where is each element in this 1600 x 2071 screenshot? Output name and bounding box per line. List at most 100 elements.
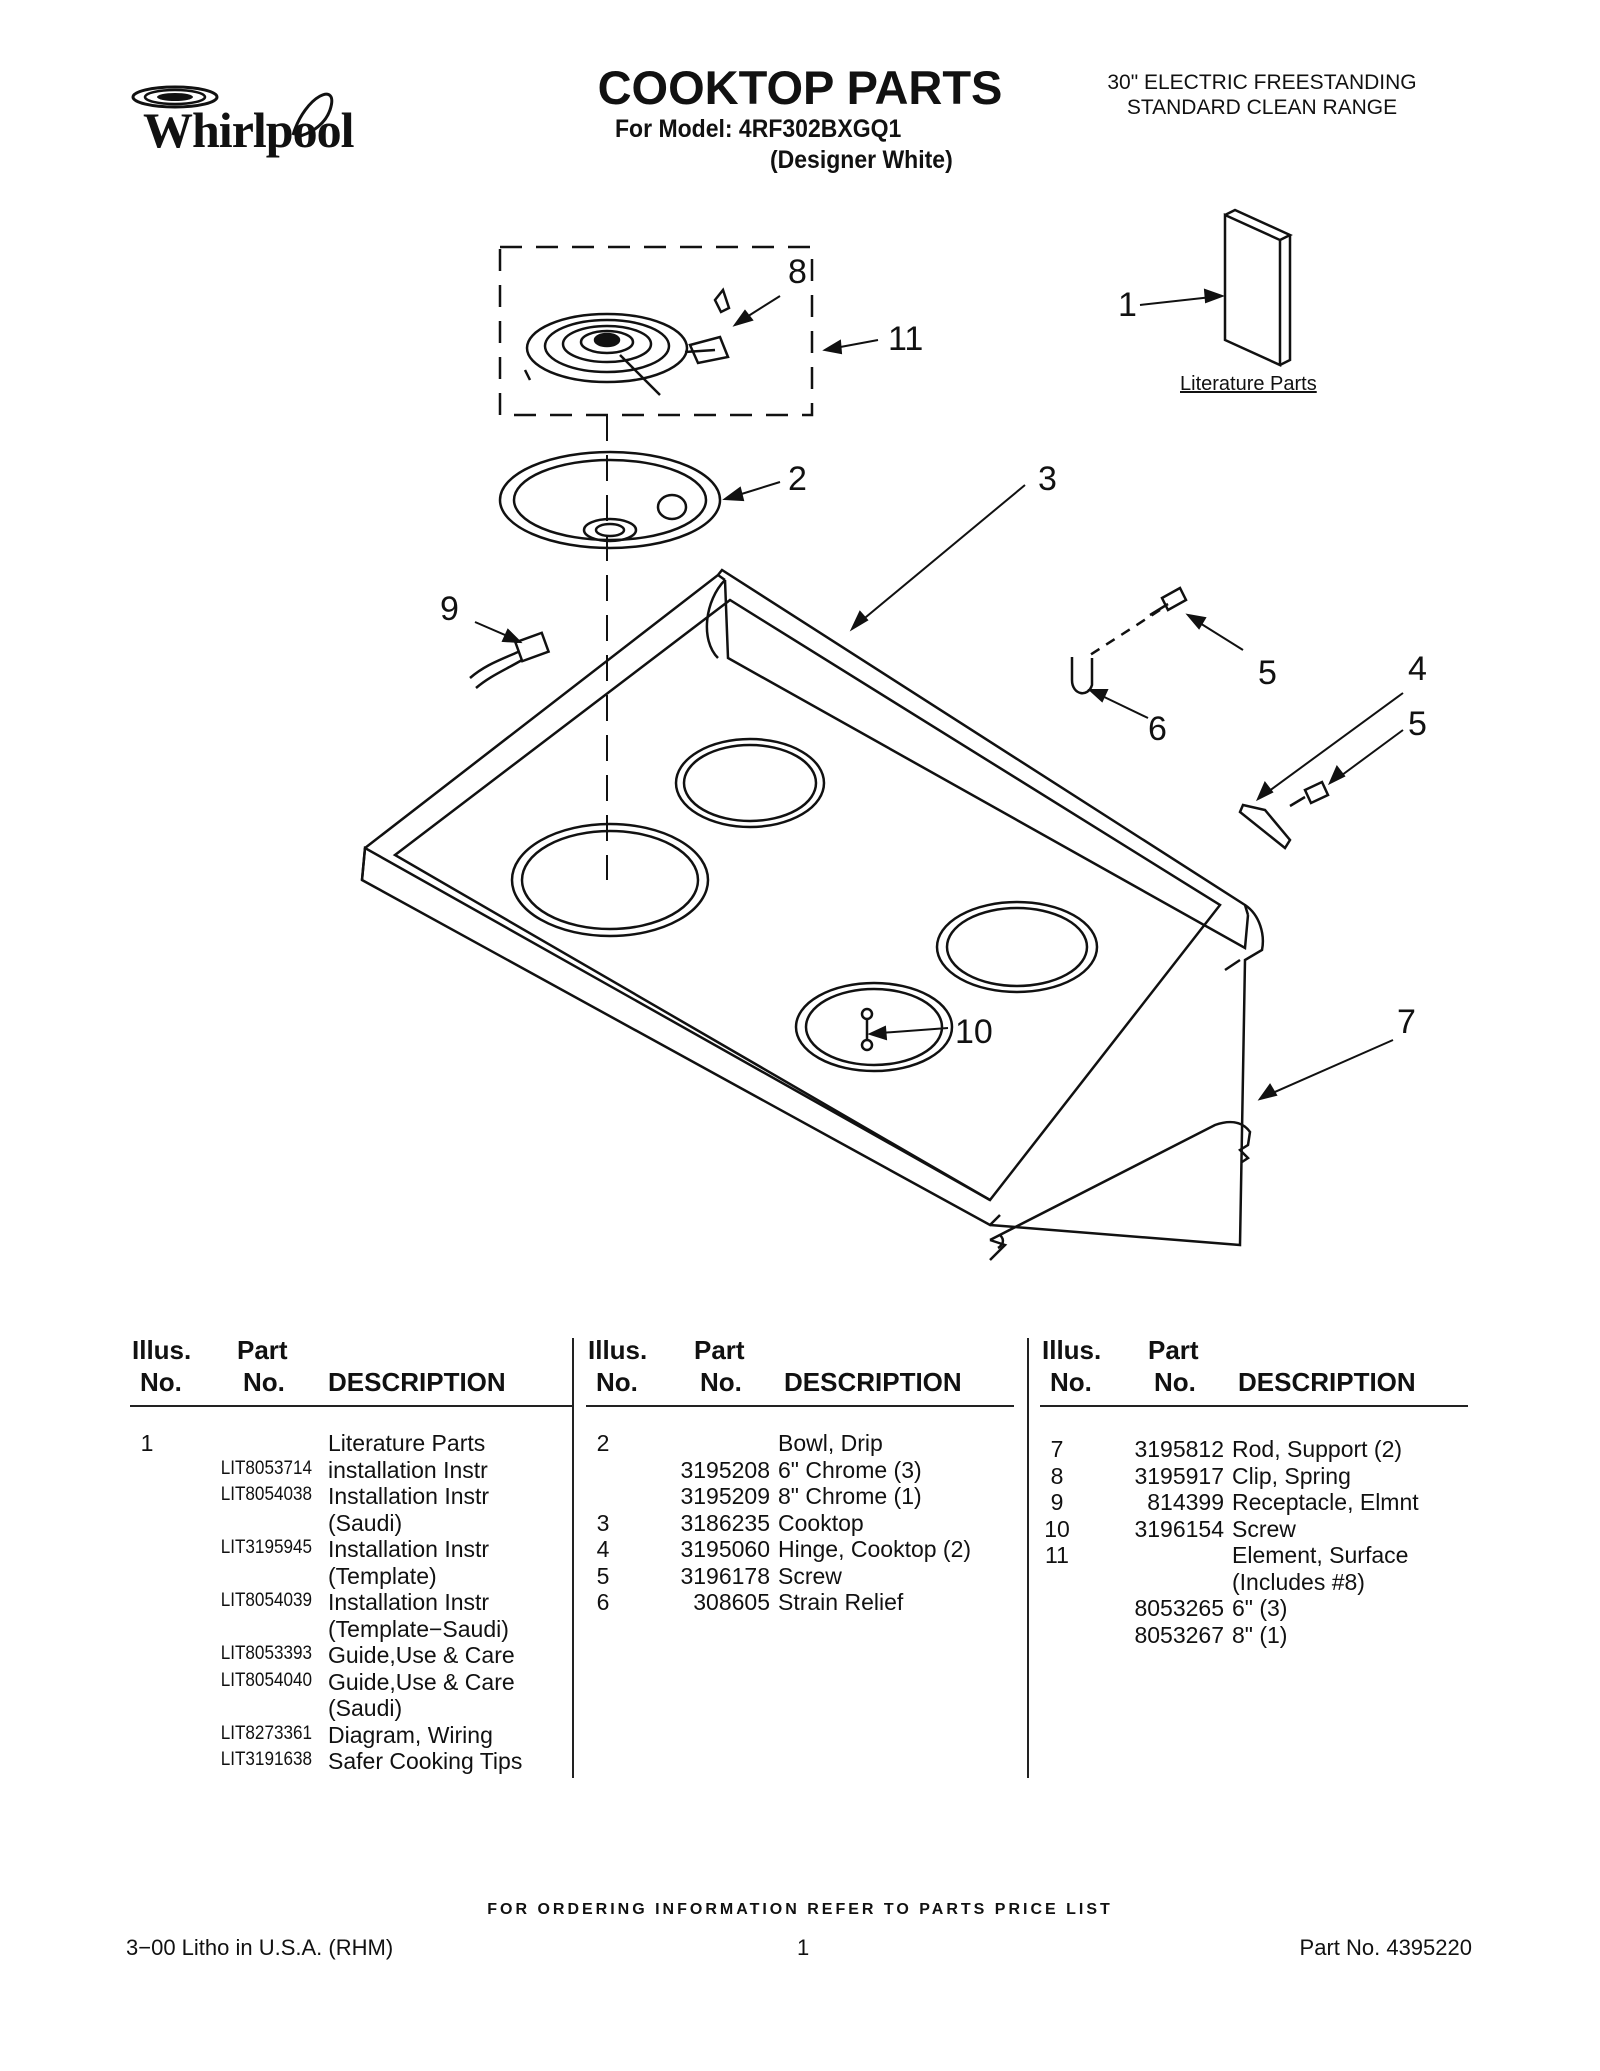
illus-number: 7 [1050, 1436, 1064, 1462]
receptacle-icon [469, 631, 551, 689]
spring-clip-icon [713, 287, 731, 314]
part-description: (Saudi) [328, 1695, 403, 1721]
header-illus: Illus. [132, 1335, 192, 1365]
header-part-no: No. [700, 1367, 742, 1397]
part-description: Safer Cooking Tips [328, 1748, 523, 1774]
callout-11: 11 [888, 320, 923, 358]
header-illus: Illus. [1042, 1335, 1102, 1365]
hinge-icon [1238, 803, 1292, 850]
illus-number: 11 [1045, 1542, 1069, 1568]
part-description: Receptacle, Elmnt [1232, 1489, 1419, 1515]
illus-number: 10 [1044, 1515, 1070, 1542]
callout-8: 8 [788, 253, 807, 291]
model-line: For Model: 4RF302BXGQ1 [615, 115, 902, 143]
part-description: Installation Instr [328, 1589, 490, 1615]
page-title: COOKTOP PARTS [597, 61, 1003, 114]
callout-10: 10 [955, 1013, 993, 1051]
header-part-no: No. [243, 1367, 285, 1397]
part-number: 3196178 [680, 1562, 770, 1589]
page-number: 1 [797, 1935, 810, 1960]
part-description: Diagram, Wiring [328, 1721, 493, 1748]
model-color: (Designer White) [770, 146, 953, 174]
part-description: Cooktop [778, 1509, 864, 1536]
callout-5a: 5 [1258, 654, 1277, 692]
header-illus: Illus. [588, 1335, 648, 1365]
screw-icon [1089, 586, 1188, 657]
part-number: 3195208 [680, 1456, 770, 1483]
column-divider [572, 1338, 574, 1778]
header-rule [1040, 1405, 1468, 1407]
header-description: DESCRIPTION [328, 1367, 506, 1397]
brand-name: Whirlpool [143, 102, 354, 158]
support-rod-icon [989, 1120, 1252, 1261]
part-description: 6" (3) [1232, 1595, 1288, 1621]
illus-number: 3 [596, 1509, 610, 1536]
part-number: LIT8054038 [220, 1484, 312, 1505]
part-description: (Includes #8) [1232, 1568, 1365, 1595]
callout-5b: 5 [1408, 705, 1427, 743]
callout-1: 1 [1118, 286, 1137, 324]
part-description: (Template) [328, 1562, 437, 1589]
part-number: LIT8054040 [220, 1669, 312, 1691]
hinge-screw-icon [1289, 780, 1330, 808]
header-description: DESCRIPTION [1238, 1367, 1416, 1397]
part-number: 3186235 [680, 1509, 770, 1536]
callout-7: 7 [1397, 1003, 1416, 1041]
header-rule [130, 1405, 572, 1407]
part-number: LIT8053714 [220, 1457, 312, 1479]
literature-parts-label: Literature Parts [1180, 373, 1317, 395]
part-number: 8053265 [1134, 1595, 1224, 1621]
part-description: 8" Chrome (1) [778, 1483, 922, 1509]
part-description: (Template−Saudi) [328, 1615, 509, 1642]
header-illus-no: No. [140, 1367, 182, 1397]
column-divider [1027, 1338, 1029, 1778]
part-description: Hinge, Cooktop (2) [778, 1536, 972, 1562]
header-rule [586, 1405, 1014, 1407]
exploded-parts-diagram: 1 8 11 2 3 9 5 4 5 6 10 7 Literature Par… [360, 208, 1427, 1261]
illus-number: 8 [1050, 1462, 1064, 1489]
part-number: LIT3195945 [220, 1537, 312, 1558]
part-number: LIT8273361 [220, 1722, 312, 1744]
header-illus-no: No. [1050, 1367, 1092, 1397]
part-description: Screw [1232, 1515, 1296, 1542]
header-illus-no: No. [596, 1367, 638, 1397]
part-number: 3195917 [1134, 1462, 1224, 1489]
part-description: Bowl, Drip [778, 1430, 883, 1456]
part-description: Screw [778, 1562, 842, 1589]
part-description: (Saudi) [328, 1509, 403, 1536]
part-number: 814399 [1147, 1489, 1224, 1515]
part-number: 308605 [693, 1589, 770, 1615]
callout-4: 4 [1408, 650, 1427, 688]
drip-bowl-icon [498, 450, 722, 550]
element-group-box [498, 245, 814, 417]
terminal-icon [688, 335, 730, 365]
ordering-note: FOR ORDERING INFORMATION REFER TO PARTS … [487, 1901, 1113, 1918]
litho-note: 3−00 Litho in U.S.A. (RHM) [126, 1935, 394, 1960]
part-description: Installation Instr [328, 1536, 490, 1562]
part-number: LIT3191638 [220, 1749, 312, 1770]
part-number: 3195209 [680, 1483, 770, 1509]
illus-number: 5 [596, 1562, 610, 1589]
part-number: LIT8053393 [220, 1643, 312, 1664]
part-number: 3195060 [680, 1536, 770, 1562]
burner-screw-icon [860, 1007, 874, 1052]
part-description: Guide,Use & Care [328, 1668, 515, 1695]
illus-number: 9 [1050, 1489, 1064, 1515]
part-description: Clip, Spring [1232, 1462, 1351, 1489]
callout-3: 3 [1038, 460, 1057, 498]
part-description: Installation Instr [328, 1483, 490, 1509]
callout-9: 9 [440, 590, 459, 628]
strain-relief-icon [1070, 657, 1094, 695]
whirlpool-logo: Whirlpool [125, 75, 370, 185]
callout-6: 6 [1148, 710, 1167, 748]
part-description: Element, Surface [1232, 1542, 1409, 1568]
part-number: 3196154 [1134, 1515, 1224, 1542]
part-number: LIT8054039 [220, 1590, 312, 1611]
illus-number: 1 [140, 1430, 154, 1456]
surface-element-icon [523, 312, 716, 396]
part-description: Guide,Use & Care [328, 1642, 515, 1668]
range-type-line2: STANDARD CLEAN RANGE [1126, 96, 1398, 119]
part-number: 3195812 [1134, 1436, 1224, 1462]
literature-parts-icon [1223, 208, 1293, 367]
header-part: Part [694, 1335, 745, 1365]
